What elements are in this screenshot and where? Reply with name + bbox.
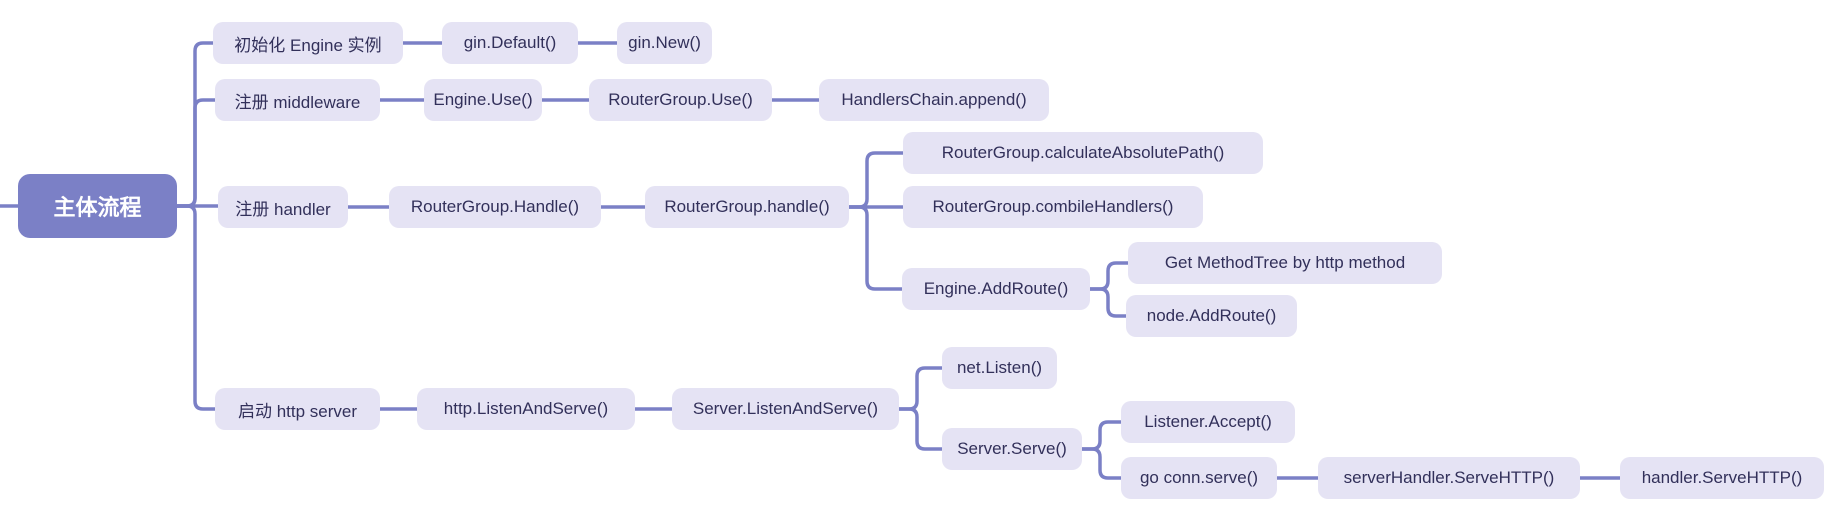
connector-line <box>845 151 907 209</box>
node-handler-servehttp[interactable]: handler.ServeHTTP() <box>1620 457 1824 499</box>
node-routergroup-handle-upper[interactable]: RouterGroup.Handle() <box>389 186 601 228</box>
connector-line <box>895 366 946 411</box>
connector-line <box>1086 287 1130 318</box>
connector-line <box>1078 420 1125 451</box>
node-node-addroute[interactable]: node.AddRoute() <box>1126 295 1297 337</box>
node-init-engine-instance[interactable]: 初始化 Engine 实例 <box>213 22 403 64</box>
node-get-methodtree-by-http-method[interactable]: Get MethodTree by http method <box>1128 242 1442 284</box>
node-root-main-flow[interactable]: 主体流程 <box>18 174 177 238</box>
node-routergroup-combilehandlers[interactable]: RouterGroup.combileHandlers() <box>903 186 1203 228</box>
connector-line <box>1086 261 1132 291</box>
node-start-http-server[interactable]: 启动 http server <box>215 388 380 430</box>
node-server-serve[interactable]: Server.Serve() <box>942 428 1082 470</box>
node-routergroup-calculateabsolutepath[interactable]: RouterGroup.calculateAbsolutePath() <box>903 132 1263 174</box>
connector-line <box>173 204 219 411</box>
node-gin-new[interactable]: gin.New() <box>617 22 712 64</box>
node-serverhandler-servehttp[interactable]: serverHandler.ServeHTTP() <box>1318 457 1580 499</box>
connector-line <box>1078 447 1125 480</box>
node-server-listenandserve[interactable]: Server.ListenAndServe() <box>672 388 899 430</box>
connector-line <box>845 205 906 291</box>
connector-line <box>173 98 219 208</box>
node-engine-use[interactable]: Engine.Use() <box>424 79 542 121</box>
node-register-handler[interactable]: 注册 handler <box>218 186 348 228</box>
node-engine-addroute[interactable]: Engine.AddRoute() <box>902 268 1090 310</box>
node-go-conn-serve[interactable]: go conn.serve() <box>1121 457 1277 499</box>
node-handlerschain-append[interactable]: HandlersChain.append() <box>819 79 1049 121</box>
node-gin-default[interactable]: gin.Default() <box>442 22 578 64</box>
connector-line <box>895 407 946 451</box>
node-net-listen[interactable]: net.Listen() <box>942 347 1057 389</box>
node-http-listenandserve[interactable]: http.ListenAndServe() <box>417 388 635 430</box>
node-routergroup-handle-lower[interactable]: RouterGroup.handle() <box>645 186 849 228</box>
node-routergroup-use[interactable]: RouterGroup.Use() <box>589 79 772 121</box>
node-listener-accept[interactable]: Listener.Accept() <box>1121 401 1295 443</box>
node-register-middleware[interactable]: 注册 middleware <box>215 79 380 121</box>
